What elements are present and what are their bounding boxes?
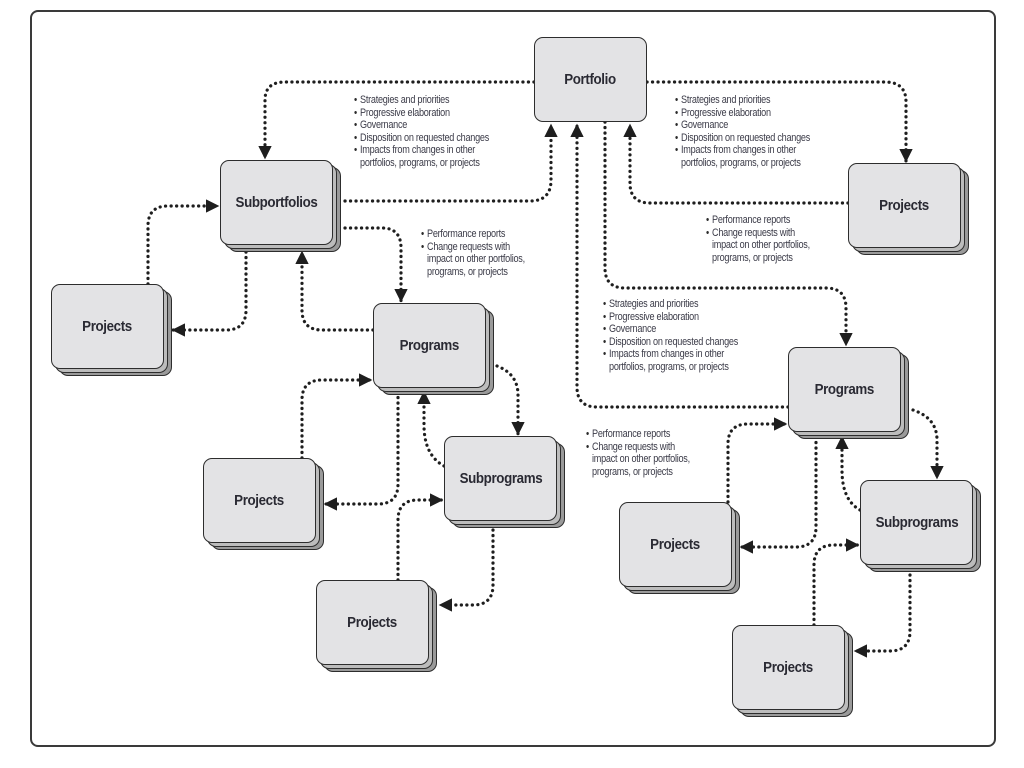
link-programs-right-to-subprograms-right [911,408,944,480]
link-subprograms-left-to-programs-left [417,390,446,468]
note-item: Performance reports [421,228,525,241]
note-item: Impacts from changes in other [603,348,738,361]
notes-portfolio-to-programs: Strategies and priorities Progressive el… [603,298,760,374]
link-subprograms-left-to-projects-bottom-left [438,528,495,612]
note-item: Impacts from changes in other [354,144,489,157]
node-label: Subportfolios [235,194,318,211]
node-label: Projects [650,536,701,553]
link-projects-top-right-to-portfolio [623,123,850,205]
note-item-continuation: portfolios, programs, or projects [360,156,480,169]
box-front: Programs [373,303,486,388]
note-item: Impacts from changes in other [675,144,810,157]
note-item: Performance reports [586,428,690,441]
note-item: Disposition on requested changes [675,132,810,145]
link-programs-left-to-subportfolios [295,250,375,332]
node-projects-mid-left[interactable]: Projects [203,458,324,550]
box-front: Projects [619,502,732,587]
note-item-continuation: programs, or projects [592,465,673,478]
node-label: Portfolio [564,71,617,88]
note-item: Progressive elaboration [603,311,738,324]
note-item: Change requests with [706,227,810,240]
node-label: Projects [82,318,133,335]
node-programs-left[interactable]: Programs [373,303,494,395]
note-item: Disposition on requested changes [354,132,489,145]
link-subprograms-right-to-programs-right [835,435,862,512]
diagram-frame [30,10,996,747]
node-projects-bottom-right[interactable]: Projects [732,625,853,717]
box-front: Projects [51,284,164,369]
note-item: Performance reports [706,214,810,227]
note-item: Governance [603,323,738,336]
note-item-continuation: portfolios, programs, or projects [609,360,729,373]
link-portfolio-to-projects-top-right [645,80,913,163]
box-front: Subprograms [860,480,973,565]
link-projects-bottom-left-to-subprograms-left [396,493,444,582]
node-projects-top-right[interactable]: Projects [848,163,969,255]
note-item: Progressive elaboration [354,107,489,120]
node-label: Projects [879,197,930,214]
node-label: Programs [399,337,460,354]
node-label: Projects [347,614,398,631]
note-item-continuation: programs, or projects [712,251,793,264]
note-item: Change requests with [586,441,690,454]
note-item-continuation: impact on other portfolios, [592,453,690,466]
link-subportfolios-to-portfolio [343,123,558,203]
link-programs-left-to-subprograms-left [495,364,525,436]
notes-portfolio-to-projects: Strategies and priorities Progressive el… [675,94,832,170]
note-item-continuation: portfolios, programs, or projects [681,156,801,169]
notes-portfolio-to-subportfolios: Strategies and priorities Progressive el… [354,94,511,170]
link-subportfolios-to-projects-left [171,250,248,337]
node-projects-mid-right[interactable]: Projects [619,502,740,594]
link-projects-left-to-subportfolios [146,199,220,286]
node-label: Projects [234,492,285,509]
box-front: Programs [788,347,901,432]
note-item: Governance [675,119,810,132]
note-item: Progressive elaboration [675,107,810,120]
box-front: Projects [316,580,429,665]
link-subprograms-right-to-projects-bottom-right [853,573,912,658]
link-projects-mid-left-to-programs-left [300,373,373,460]
link-projects-bottom-right-to-subprograms-right [812,538,860,627]
notes-projects-to-portfolio: Performance reports Change requests with… [706,214,827,264]
link-programs-right-to-projects-mid-right [739,435,818,554]
box-front: Subportfolios [220,160,333,245]
link-portfolio-to-programs-right [603,120,853,347]
notes-subportfolios-to-portfolio: Performance reports Change requests with… [421,228,542,278]
note-item: Disposition on requested changes [603,336,738,349]
note-item: Governance [354,119,489,132]
note-item: Strategies and priorities [603,298,738,311]
link-portfolio-to-subportfolios [258,80,536,160]
node-projects-left[interactable]: Projects [51,284,172,376]
note-item-continuation: impact on other portfolios, [427,253,525,266]
node-label: Programs [814,381,875,398]
node-label: Projects [763,659,814,676]
note-item: Strategies and priorities [354,94,489,107]
node-projects-bottom-left[interactable]: Projects [316,580,437,672]
box-front: Projects [203,458,316,543]
box-front: Projects [732,625,845,710]
link-subportfolios-to-programs-left [343,226,408,303]
box-front: Portfolio [534,37,647,122]
link-projects-mid-right-to-programs-right [726,417,788,504]
node-subprograms-left[interactable]: Subprograms [444,436,565,528]
note-item: Strategies and priorities [675,94,810,107]
node-portfolio[interactable]: Portfolio [534,37,647,122]
node-label: Subprograms [875,514,958,531]
node-subprograms-right[interactable]: Subprograms [860,480,981,572]
note-item-continuation: impact on other portfolios, [712,239,810,252]
note-item-continuation: programs, or projects [427,265,508,278]
node-subportfolios[interactable]: Subportfolios [220,160,341,252]
box-front: Projects [848,163,961,248]
node-label: Subprograms [459,470,542,487]
link-programs-left-to-projects-mid-left [323,390,400,511]
node-programs-right[interactable]: Programs [788,347,909,439]
note-item: Change requests with [421,241,525,254]
box-front: Subprograms [444,436,557,521]
notes-programs-to-portfolio: Performance reports Change requests with… [586,428,707,478]
